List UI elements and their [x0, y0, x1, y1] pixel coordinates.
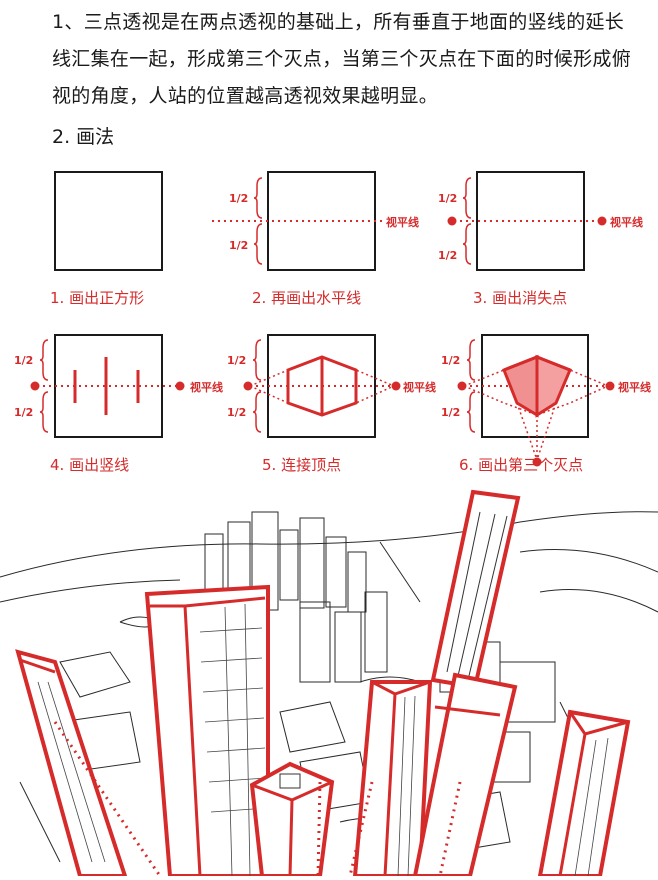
- step-2-caption: 2. 再画出水平线: [252, 289, 362, 307]
- step-6-third-vanishing-point: [532, 457, 542, 467]
- step-3-figure: 视平线 1/2 1/2: [438, 171, 643, 271]
- step-6-vanishing-point-right: [605, 381, 615, 391]
- step-3-square: [476, 171, 585, 271]
- step-6-cube-right-face: [535, 354, 572, 418]
- step-6-horizon-label: 视平线: [618, 380, 651, 394]
- step-3-vanishing-point-left: [447, 216, 457, 226]
- step-5-half-bottom: 1/2: [227, 406, 246, 419]
- step-1-square: [54, 171, 163, 271]
- step-2-half-bottom: 1/2: [229, 239, 248, 252]
- step-6-brace-top: [466, 339, 476, 381]
- step-5-brace-bottom: [252, 391, 262, 433]
- step-3-brace-bottom: [462, 223, 472, 265]
- city-sketch-svg: [0, 489, 658, 878]
- step-6-figure: 视平线 1/2 1/2: [441, 334, 651, 467]
- city-perspective-illustration: [0, 482, 658, 878]
- step-6-convergence-right: [536, 402, 557, 461]
- intro-paragraph: 1、三点透视是在两点透视的基础上，所有垂直于地面的竖线的延长线汇集在一起，形成第…: [52, 11, 632, 107]
- step-2-brace-bottom: [253, 223, 263, 265]
- step-1-caption: 1. 画出正方形: [50, 289, 145, 307]
- step-4-vanishing-point-left: [30, 381, 40, 391]
- step-6-cube-left-face: [502, 354, 539, 418]
- tower-center-large: [144, 584, 270, 878]
- step-5-horizon-label: 视平线: [403, 380, 436, 394]
- step-3-half-bottom: 1/2: [438, 249, 457, 262]
- step-5-vanishing-point-right: [391, 381, 401, 391]
- step-5-figure: 视平线 1/2 1/2: [227, 334, 436, 438]
- step-3-horizon-label: 视平线: [610, 215, 643, 229]
- step-4-horizon-label: 视平线: [190, 380, 223, 394]
- step-6-half-bottom: 1/2: [441, 406, 460, 419]
- step-5-brace-top: [252, 339, 262, 381]
- step-2-brace-top: [253, 177, 263, 219]
- step-6-brace-bottom: [466, 391, 476, 433]
- section-title: 2. 画法: [52, 126, 115, 148]
- steps-diagram: 视平线 1/2 1/2 视平线 1/2 1/2 视平线: [0, 160, 658, 490]
- tower-right-tall: [430, 489, 521, 690]
- step-5-caption: 5. 连接顶点: [262, 456, 342, 474]
- step-3-vanishing-point-right: [597, 216, 607, 226]
- step-4-vanishing-point-right: [175, 381, 185, 391]
- step-6-caption: 6. 画出第三个灭点: [459, 456, 584, 474]
- step-6-half-top: 1/2: [441, 354, 460, 367]
- step-2-horizon-label: 视平线: [386, 215, 419, 229]
- step-5-half-top: 1/2: [227, 354, 246, 367]
- step-6-convergence-left: [516, 402, 538, 461]
- step-3-half-top: 1/2: [438, 192, 457, 205]
- tower-right-middle: [352, 680, 433, 878]
- step-3-caption: 3. 画出消失点: [473, 289, 568, 307]
- tower-left: [15, 649, 128, 878]
- step-5-vanishing-point-left: [243, 381, 253, 391]
- steps-svg: 视平线 1/2 1/2 视平线 1/2 1/2 视平线: [14, 171, 651, 467]
- tower-far-right: [537, 709, 631, 878]
- tower-center-small: [249, 761, 335, 878]
- step-4-figure: 视平线 1/2 1/2: [14, 334, 223, 438]
- step-4-brace-bottom: [39, 391, 49, 433]
- third-vanishing-guides: [53, 721, 462, 877]
- step-4-brace-top: [39, 339, 49, 381]
- step-3-brace-top: [462, 177, 472, 219]
- step-4-half-bottom: 1/2: [14, 406, 33, 419]
- step-1-figure: [54, 171, 163, 271]
- step-2-half-top: 1/2: [229, 192, 248, 205]
- step-2-figure: 视平线 1/2 1/2: [212, 171, 419, 271]
- step-6-cube-top: [503, 355, 571, 372]
- step-4-caption: 4. 画出竖线: [50, 456, 130, 474]
- step-4-half-top: 1/2: [14, 354, 33, 367]
- step-6-vanishing-point-left: [457, 381, 467, 391]
